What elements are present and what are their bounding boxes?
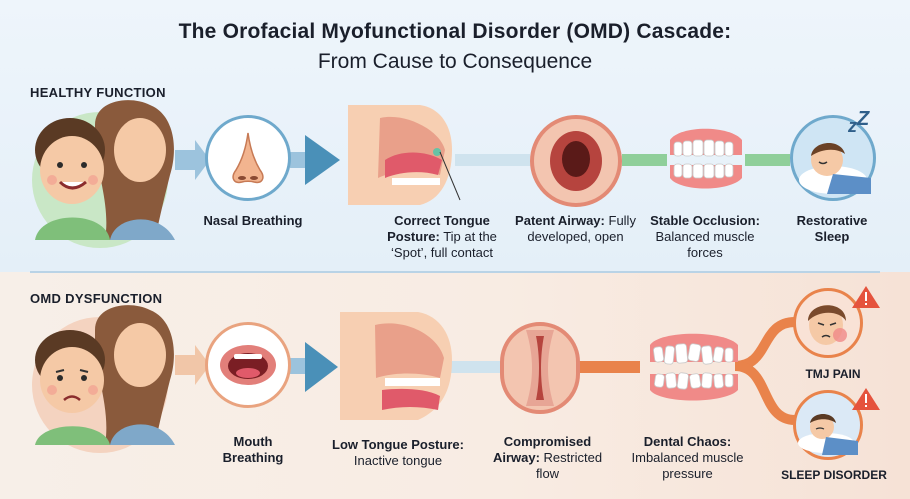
page-subtitle: From Cause to Consequence — [317, 50, 593, 73]
dysfunction-step-3-label: Compromised Airway: Restricted flow — [492, 434, 603, 481]
airway-icon — [530, 115, 622, 207]
healthy-step-3-label: Patent Airway: Fully developed, open — [515, 213, 636, 244]
healthy-connector-5 — [745, 154, 790, 166]
healthy-section-label: HEALTHY FUNCTION — [30, 85, 166, 100]
mouth-icon — [205, 322, 291, 408]
dysfunction-step-2-label: Low Tongue Posture:Inactive tongue — [332, 437, 464, 468]
page-title: The Orofacial Myofunctional Disorder (OM… — [178, 20, 732, 43]
healthy-step-1-label: Nasal Breathing — [203, 213, 303, 228]
dysfunction-connector-3 — [450, 361, 500, 373]
restricted-airway-icon — [500, 322, 580, 414]
outcome-sleep-disorder-label: SLEEP DISORDER — [781, 468, 887, 482]
healthy-step-5-label: Restorative Sleep — [796, 213, 868, 244]
outcome-tmj-pain-label: TMJ PAIN — [805, 367, 861, 381]
healthy-connector-4 — [622, 154, 667, 166]
sleep-icon — [790, 115, 876, 201]
dysfunction-section-label: OMD DYSFUNCTION — [30, 291, 163, 306]
healthy-step-2-label: Correct Tongue Posture: Tip at the ‘Spot… — [387, 213, 497, 260]
dysfunction-branch-bottom — [734, 361, 796, 425]
dysfunction-connector-4 — [575, 361, 640, 373]
sleep-disorder-icon — [793, 390, 863, 460]
healthy-arrow-2 — [305, 135, 340, 185]
dysfunction-arrow-2 — [305, 342, 338, 392]
healthy-step-4-label: Stable Occlusion: Balanced muscle forces — [650, 213, 760, 260]
healthy-arrow-1 — [175, 140, 210, 180]
dysfunction-step-4-label: Dental Chaos: Imbalanced muscle pressure — [631, 434, 744, 481]
healthy-connector-3 — [455, 154, 530, 166]
tmj-pain-icon — [793, 288, 863, 358]
dysfunction-step-1-label: Mouth Breathing — [222, 434, 284, 465]
sleep-zzz-icon: zZ — [848, 108, 870, 136]
dysfunction-arrow-1 — [175, 345, 210, 385]
section-divider — [30, 271, 880, 273]
nose-icon — [205, 115, 291, 201]
